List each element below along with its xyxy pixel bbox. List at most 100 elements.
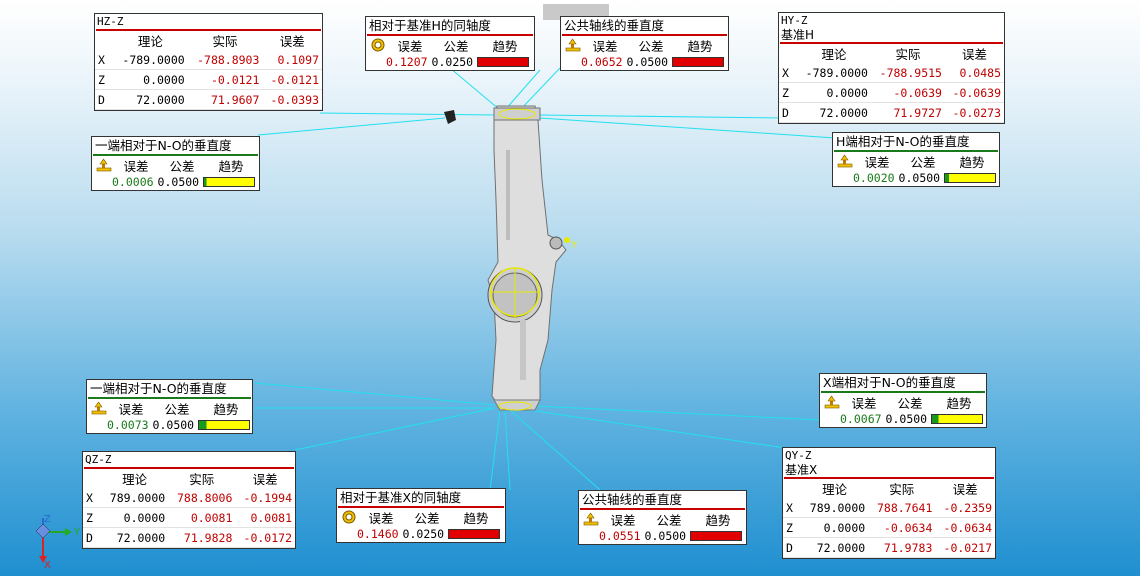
col-actual: 实际 <box>895 47 921 62</box>
axis-triad[interactable]: Z Y X <box>35 514 81 571</box>
col-tolerance: 公差 <box>897 395 923 411</box>
box-datum: 基准X <box>785 463 818 477</box>
perpendicularity-icon <box>95 157 113 173</box>
col-trend: 趋势 <box>463 510 489 526</box>
leader-lines <box>254 67 836 491</box>
perpendicularity-icon <box>582 511 600 527</box>
col-deviation: 误差 <box>961 47 987 62</box>
tolerance-title: H端相对于N-O的垂直度 <box>836 134 970 149</box>
tolerance-value: 0.0500 <box>626 55 669 69</box>
tolerance-value: 0.0250 <box>402 527 445 541</box>
col-trend: 趋势 <box>213 401 239 417</box>
error-value: 0.0652 <box>581 55 623 69</box>
error-value: 0.0020 <box>853 171 895 185</box>
trend-bar <box>931 414 984 424</box>
trend-bar <box>477 57 530 67</box>
box-header: HZ-Z <box>97 15 124 28</box>
trend-bar <box>944 173 997 183</box>
tolerance-value: 0.0500 <box>885 412 928 426</box>
error-value: 0.0067 <box>840 412 882 426</box>
col-error: 误差 <box>118 401 144 417</box>
col-tolerance: 公差 <box>638 38 664 54</box>
col-trend: 趋势 <box>492 38 518 54</box>
tolerance-title: 一端相对于N-O的垂直度 <box>95 138 232 153</box>
box-header: QY-Z <box>785 449 812 462</box>
col-tolerance: 公差 <box>164 401 190 417</box>
error-value: 0.0551 <box>599 529 641 543</box>
col-deviation: 误差 <box>952 482 978 497</box>
model-axis-label: Y <box>570 240 578 251</box>
trend-bar <box>690 531 743 541</box>
triad-z-label: Z <box>44 514 51 525</box>
col-error: 误差 <box>864 154 890 170</box>
triad-x-label: X <box>44 560 51 571</box>
box-header: QZ-Z <box>85 453 112 466</box>
perpendicularity-icon <box>823 394 841 410</box>
col-nominal: 理论 <box>822 482 848 497</box>
perpendicularity-icon <box>564 37 582 53</box>
trend-bar <box>203 177 256 187</box>
coaxiality-icon <box>369 37 387 53</box>
col-tolerance: 公差 <box>910 154 936 170</box>
tolerance-title: 公共轴线的垂直度 <box>564 18 665 33</box>
col-nominal: 理论 <box>821 47 847 62</box>
col-tolerance: 公差 <box>169 158 195 174</box>
coaxiality-icon <box>340 509 358 525</box>
col-error: 误差 <box>592 38 618 54</box>
col-trend: 趋势 <box>687 38 713 54</box>
col-actual: 实际 <box>889 482 915 497</box>
col-actual: 实际 <box>189 472 215 487</box>
error-value: 0.0073 <box>107 418 149 432</box>
error-value: 0.1460 <box>357 527 399 541</box>
perpendicularity-icon <box>90 400 108 416</box>
col-trend: 趋势 <box>946 395 972 411</box>
col-actual: 实际 <box>212 34 238 49</box>
triad-y-label: Y <box>73 527 81 538</box>
col-error: 误差 <box>397 38 423 54</box>
tolerance-value: 0.0500 <box>644 529 687 543</box>
col-tolerance: 公差 <box>414 510 440 526</box>
col-error: 误差 <box>851 395 877 411</box>
tolerance-title: 相对于基准X的同轴度 <box>340 490 462 505</box>
error-value: 0.0006 <box>112 175 154 189</box>
part-model[interactable] <box>444 105 570 411</box>
tolerance-title: 一端相对于N-O的垂直度 <box>90 381 227 396</box>
col-tolerance: 公差 <box>656 512 682 528</box>
trend-bar <box>672 57 725 67</box>
tolerance-value: 0.0500 <box>898 171 941 185</box>
col-trend: 趋势 <box>705 512 731 528</box>
error-value: 0.1207 <box>386 55 428 69</box>
tolerance-value: 0.0500 <box>157 175 200 189</box>
col-deviation: 误差 <box>252 472 278 487</box>
trend-bar <box>448 529 501 539</box>
col-trend: 趋势 <box>959 154 985 170</box>
tolerance-title: 相对于基准H的同轴度 <box>369 18 491 33</box>
box-header: HY-Z <box>781 14 808 27</box>
col-error: 误差 <box>123 158 149 174</box>
box-datum: 基准H <box>781 28 815 42</box>
